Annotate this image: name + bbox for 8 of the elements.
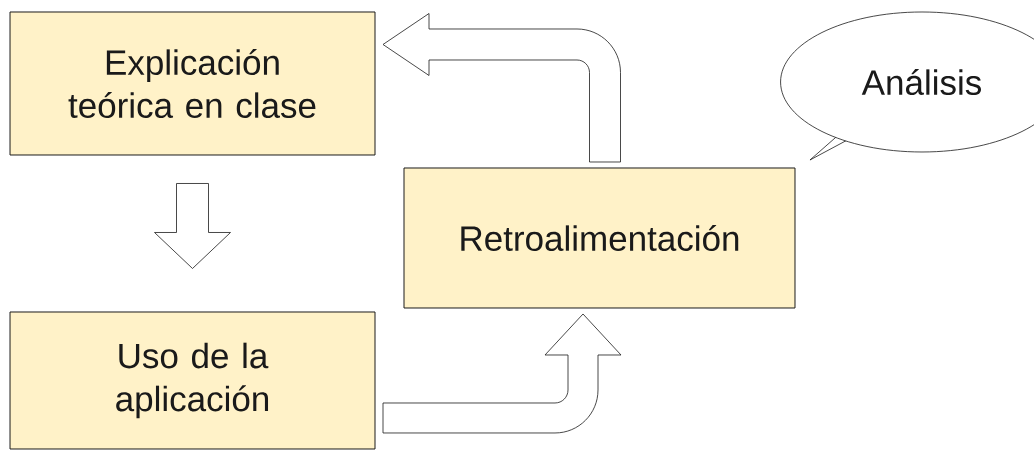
process-box: Explicación teórica en clase — [9, 11, 376, 156]
process-box: Retroalimentación — [403, 167, 796, 309]
process-box: Uso de la aplicación — [9, 311, 376, 450]
node-label: Análisis — [861, 68, 981, 96]
block-arrow — [154, 183, 231, 269]
speech-bubble: Análisis — [780, 11, 1034, 161]
block-arrow — [382, 313, 622, 434]
block-arrow — [382, 13, 621, 163]
